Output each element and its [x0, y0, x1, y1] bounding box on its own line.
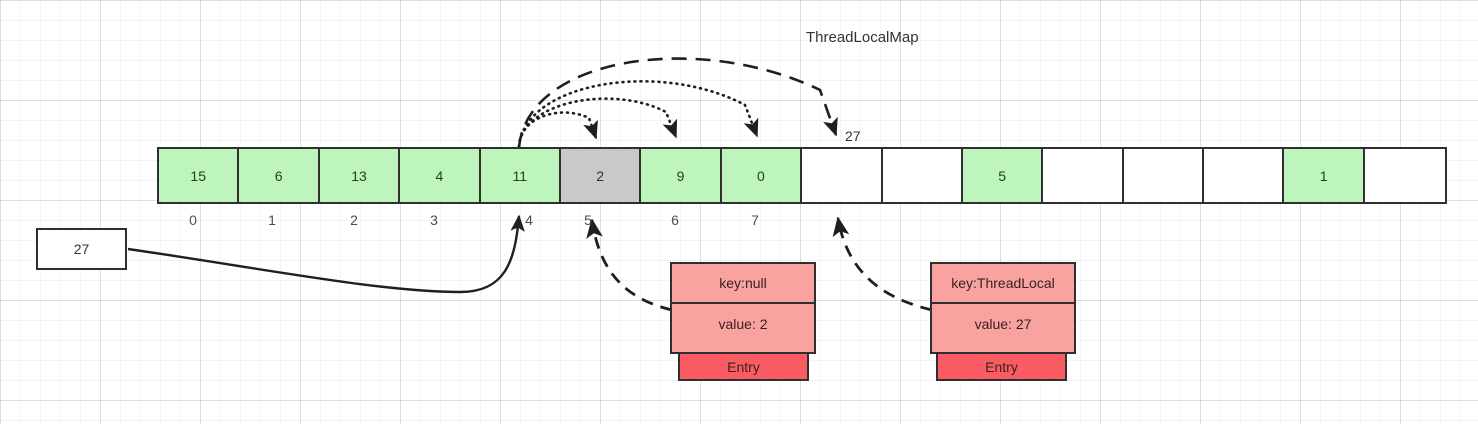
page-title: ThreadLocalMap: [806, 29, 919, 46]
table-cell-5[interactable]: 2: [560, 149, 642, 202]
hash-value-label: 27: [845, 128, 861, 144]
probe-arc-4-to-6: [517, 97, 678, 149]
table-cell-0[interactable]: 15: [159, 149, 240, 202]
table-cell-13[interactable]: [1204, 149, 1285, 202]
hash-source-box[interactable]: 27: [36, 228, 127, 270]
entry-body-threadlocal[interactable]: key:ThreadLocal value: 27: [930, 262, 1076, 354]
probe-arc-4-to-7: [517, 80, 759, 149]
cell-value: 11: [512, 167, 528, 184]
table-cell-4[interactable]: 11: [480, 149, 561, 202]
hash-source-value: 27: [73, 241, 90, 257]
entry-type-label-threadlocal: Entry: [936, 352, 1067, 381]
cell-value: 6: [274, 167, 283, 184]
cell-value: 5: [998, 167, 1006, 184]
cell-value: 13: [351, 167, 367, 184]
index-label-6: 6: [671, 212, 679, 228]
table-cell-8[interactable]: [802, 149, 883, 202]
cell-value: 1: [1319, 167, 1328, 184]
table-cell-11[interactable]: [1043, 149, 1124, 202]
table-cell-2[interactable]: 13: [319, 149, 401, 202]
entry-body-null[interactable]: key:null value: 2: [670, 262, 816, 354]
table-cell-6[interactable]: 9: [641, 149, 722, 202]
entry-threadlocal-link-to-index-8: [832, 216, 933, 312]
index-label-3: 3: [430, 212, 438, 228]
cell-value: 9: [676, 167, 685, 184]
index-label-5: 5: [584, 212, 592, 228]
entry-key-row-threadlocal: key:ThreadLocal: [932, 264, 1074, 304]
table-cell-12[interactable]: [1123, 149, 1205, 202]
index-label-0: 0: [189, 212, 197, 228]
index-label-2: 2: [350, 212, 358, 228]
table-cell-15[interactable]: [1364, 149, 1446, 202]
table-cell-10[interactable]: 5: [962, 149, 1044, 202]
cell-value: 15: [190, 167, 206, 184]
cell-value: 4: [435, 167, 444, 184]
index-label-7: 7: [751, 212, 759, 228]
table-cell-9[interactable]: [882, 149, 963, 202]
threadlocalmap-table: 15 6 13 4 11 2 9 0 5 1: [157, 147, 1448, 204]
table-cell-1[interactable]: 6: [239, 149, 320, 202]
probe-arc-4-to-5: [517, 111, 598, 149]
entry-key-row-null: key:null: [672, 264, 814, 304]
rehash-arc-4-to-8: [517, 57, 838, 148]
entry-value-row-null: value: 2: [718, 316, 768, 332]
index-label-4: 4: [525, 212, 533, 228]
cell-value: 0: [757, 167, 765, 184]
entry-value-row-threadlocal: value: 27: [974, 316, 1032, 332]
entry-null-link-to-index-5: [586, 218, 673, 312]
cell-value: 2: [596, 167, 605, 184]
entry-type-label-null: Entry: [678, 352, 809, 381]
table-cell-14[interactable]: 1: [1284, 149, 1365, 202]
index-label-1: 1: [268, 212, 276, 228]
table-cell-3[interactable]: 4: [400, 149, 481, 202]
table-cell-7[interactable]: 0: [721, 149, 803, 202]
